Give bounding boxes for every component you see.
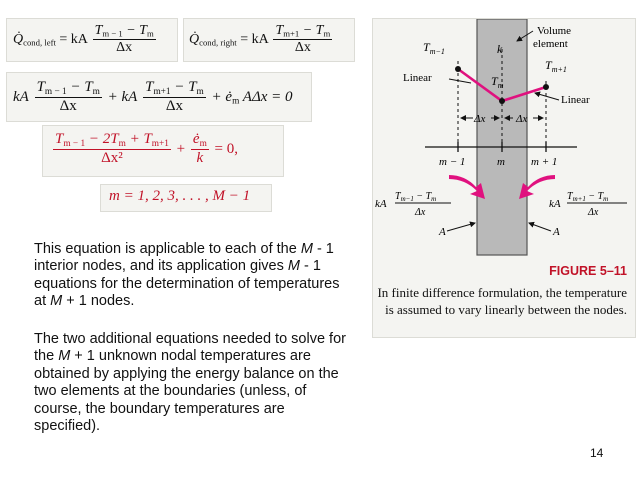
node-point-m-1 [455, 66, 461, 72]
equation-box-balance: kA Tm − 1 − Tm Δx + kA Tm+1 − Tm Δx + ėm… [6, 72, 312, 122]
volume-element-bar [476, 19, 528, 256]
figure-panel: Tm−1 k Volume element Tm+1 Linear Tm Lin… [372, 18, 636, 338]
fraction-2: Tm+1 − Tm Δx [143, 79, 206, 116]
heat-flux-right-arrow [519, 175, 555, 199]
fraction-main: Tm − 1 − 2Tm + Tm+1 Δx² [53, 131, 171, 168]
label-node-m-1: m − 1 [439, 156, 465, 168]
paragraph-1: This equation is applicable to each of t… [34, 241, 340, 310]
label-linear-left: Linear [403, 72, 432, 84]
figure-title: FIGURE 5–11 [549, 264, 627, 278]
flux-right-numerator: Tm+1 − Tm [567, 191, 608, 203]
equation-range: m = 1, 2, 3, . . . , M − 1 [109, 188, 251, 204]
label-node-m: m [497, 156, 505, 168]
fraction: Tm+1 − Tm Δx [273, 23, 333, 56]
paragraph-2: The two additional equations needed to s… [34, 331, 346, 435]
label-t-m: Tm [491, 74, 504, 90]
equation-q-left: Q̇cond, left = kA Tm − 1 − Tm Δx [13, 23, 158, 56]
q-symbol: Q̇ [189, 31, 200, 47]
heat-flux-left-arrow [449, 175, 485, 199]
denominator: Δx² [101, 150, 123, 167]
denominator: k [196, 150, 204, 167]
label-t-m-1: Tm−1 [423, 40, 445, 56]
equation-box-difference: Tm − 1 − 2Tm + Tm+1 Δx² + ėm k = 0, [42, 125, 284, 177]
eq-kA: = kA [240, 31, 268, 47]
flux-left-kA: kA [375, 198, 387, 210]
numerator: Tm − 1 − Tm [34, 79, 102, 99]
label-dx1: Δx [473, 113, 485, 125]
fraction: Tm − 1 − Tm Δx [92, 23, 156, 56]
label-linear-right: Linear [561, 94, 590, 106]
denominator: Δx [59, 98, 77, 115]
fraction-1: Tm − 1 − Tm Δx [34, 79, 102, 116]
label-t-m1: Tm+1 [545, 58, 567, 74]
denominator: Δx [294, 40, 311, 56]
q-left-subscript: cond, left [23, 37, 56, 48]
flux-right-denominator: Δx [587, 207, 599, 218]
label-area-right: A [552, 226, 560, 238]
q-symbol: Q̇ [13, 31, 24, 47]
flux-left-numerator: Tm−1 − Tm [395, 191, 436, 203]
area-right-leader [528, 221, 552, 232]
linear-right-leader [534, 91, 560, 101]
flux-right-kA: kA [549, 198, 561, 210]
numerator: Tm+1 − Tm [273, 23, 333, 41]
area-left-leader [446, 221, 476, 232]
equation-box-range: m = 1, 2, 3, . . . , M − 1 [100, 184, 272, 212]
label-k: k [497, 42, 503, 56]
label-volume: Volume [537, 25, 571, 37]
denominator: Δx [116, 40, 133, 56]
numerator: ėm [190, 131, 209, 151]
fraction-e: ėm k [190, 131, 209, 168]
node-point-m [499, 98, 505, 104]
flux-left-denominator: Δx [414, 207, 426, 218]
volume-element-leader [516, 30, 534, 42]
label-element: element [533, 38, 568, 50]
equation-q-right: Q̇cond, right = kA Tm+1 − Tm Δx [189, 23, 334, 56]
finite-difference-diagram: Tm−1 k Volume element Tm+1 Linear Tm Lin… [375, 19, 627, 256]
eq-kA: = kA [59, 31, 88, 47]
numerator: Tm − 1 − 2Tm + Tm+1 [53, 131, 171, 151]
q-right-subscript: cond, right [199, 37, 237, 48]
equation-box-q-right: Q̇cond, right = kA Tm+1 − Tm Δx [183, 18, 355, 62]
node-point-m1 [543, 84, 549, 90]
equation-difference: Tm − 1 − 2Tm + Tm+1 Δx² + ėm k = 0, [53, 131, 239, 168]
label-node-m1: m + 1 [531, 156, 557, 168]
figure-caption: In finite difference formulation, the te… [377, 285, 627, 317]
numerator: Tm − 1 − Tm [92, 23, 156, 41]
label-area-left: A [438, 226, 446, 238]
page-number: 14 [590, 446, 604, 460]
denominator: Δx [165, 98, 184, 115]
label-dx2: Δx [515, 113, 527, 125]
equation-balance: kA Tm − 1 − Tm Δx + kA Tm+1 − Tm Δx + ėm… [13, 79, 293, 116]
numerator: Tm+1 − Tm [143, 79, 206, 99]
equation-box-q-left: Q̇cond, left = kA Tm − 1 − Tm Δx [6, 18, 178, 62]
linear-left-leader [448, 78, 472, 84]
